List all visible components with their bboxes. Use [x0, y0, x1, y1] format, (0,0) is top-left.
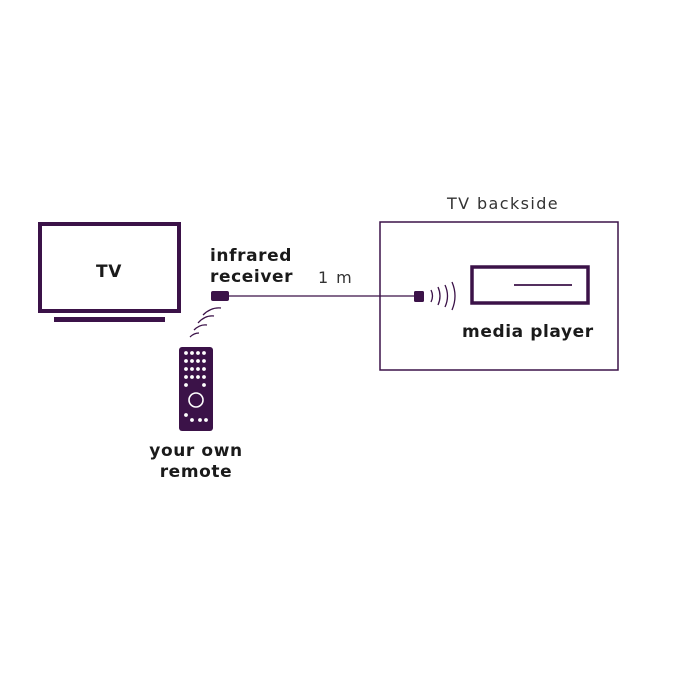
media-player-label: media player — [462, 322, 594, 342]
infrared-receiver-label-line2: receiver — [210, 267, 294, 287]
tv-screen — [38, 222, 181, 313]
remote-label-line2: remote — [159, 462, 233, 482]
ir-emitter — [414, 291, 424, 302]
cable-length-label: 1 m — [318, 268, 354, 287]
infrared-receiver-label-line1: infrared — [210, 246, 293, 266]
infrared-receiver — [211, 291, 229, 301]
remote-label: your own remote — [146, 441, 246, 483]
tv-label: TV — [96, 262, 122, 282]
tv-stand — [54, 317, 165, 322]
remote-label-line1: your own — [149, 441, 243, 461]
media-player-icon — [470, 265, 590, 305]
ir-emitter-waves — [430, 281, 456, 311]
infrared-receiver-label: infrared receiver — [210, 246, 293, 288]
tv-backside-label: TV backside — [447, 194, 560, 213]
remote-dpad — [188, 392, 204, 408]
remote-signal-waves — [189, 307, 222, 338]
tv-backside-box — [379, 221, 619, 371]
remote-icon — [179, 347, 213, 431]
tv-icon — [38, 222, 181, 322]
